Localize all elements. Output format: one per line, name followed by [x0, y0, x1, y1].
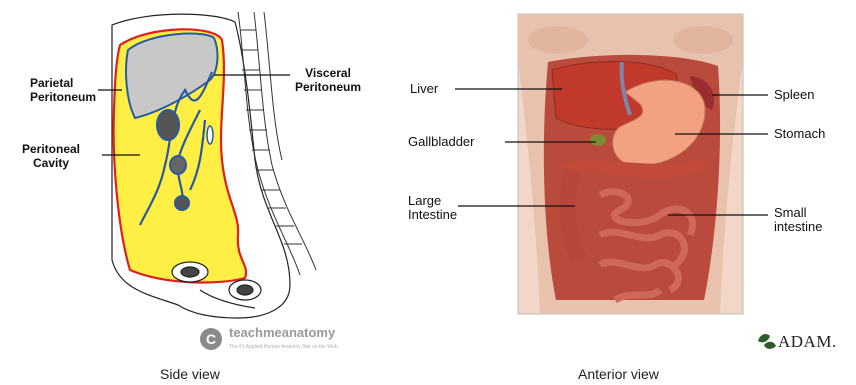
svg-text:C: C — [206, 331, 216, 347]
watermark-subtitle: The #1 Applied Human Anatomy Site on the… — [229, 344, 339, 350]
stomach-section — [157, 110, 179, 140]
visceral-label-line2: Peritoneum — [295, 80, 361, 94]
large-intestine-line1: Large — [408, 194, 457, 208]
peritoneal-cavity-label: Peritoneal Cavity — [22, 142, 80, 170]
small-intestine-label: Small intestine — [774, 206, 822, 234]
side-view-caption: Side view — [160, 366, 220, 382]
parietal-label-line1: Parietal — [30, 76, 96, 90]
adam-logo-text: ADAM. — [778, 332, 837, 352]
anterior-view-illustration — [455, 14, 776, 349]
duodenum-section — [207, 126, 213, 144]
gallbladder-label: Gallbladder — [408, 135, 475, 149]
cavity-label-line1: Peritoneal — [22, 142, 80, 156]
large-intestine-label: Large Intestine — [408, 194, 457, 222]
cavity-label-line2: Cavity — [22, 156, 80, 170]
side-view-diagram: C — [98, 12, 316, 350]
parietal-peritoneum-label: Parietal Peritoneum — [30, 76, 96, 104]
anterior-view-caption: Anterior view — [578, 366, 659, 382]
parietal-label-line2: Peritoneum — [30, 90, 96, 104]
intestine-section-1 — [170, 156, 186, 174]
spleen-label: Spleen — [774, 88, 814, 102]
large-intestine-line2: Intestine — [408, 208, 457, 222]
gallbladder-organ — [590, 134, 606, 146]
visceral-label-line1: Visceral — [295, 66, 361, 80]
transverse-colon — [565, 165, 705, 171]
intestine-section-2 — [175, 196, 189, 210]
stomach-label: Stomach — [774, 127, 825, 141]
visceral-peritoneum-label: Visceral Peritoneum — [295, 66, 361, 94]
liver-label: Liver — [410, 82, 438, 96]
watermark-title: teachmeanatomy — [229, 325, 335, 340]
teachmeanatomy-logo-icon: C — [200, 328, 222, 350]
small-intestine-line1: Small — [774, 206, 822, 220]
small-intestine-line2: intestine — [774, 220, 822, 234]
adam-logo-icon — [758, 334, 776, 349]
